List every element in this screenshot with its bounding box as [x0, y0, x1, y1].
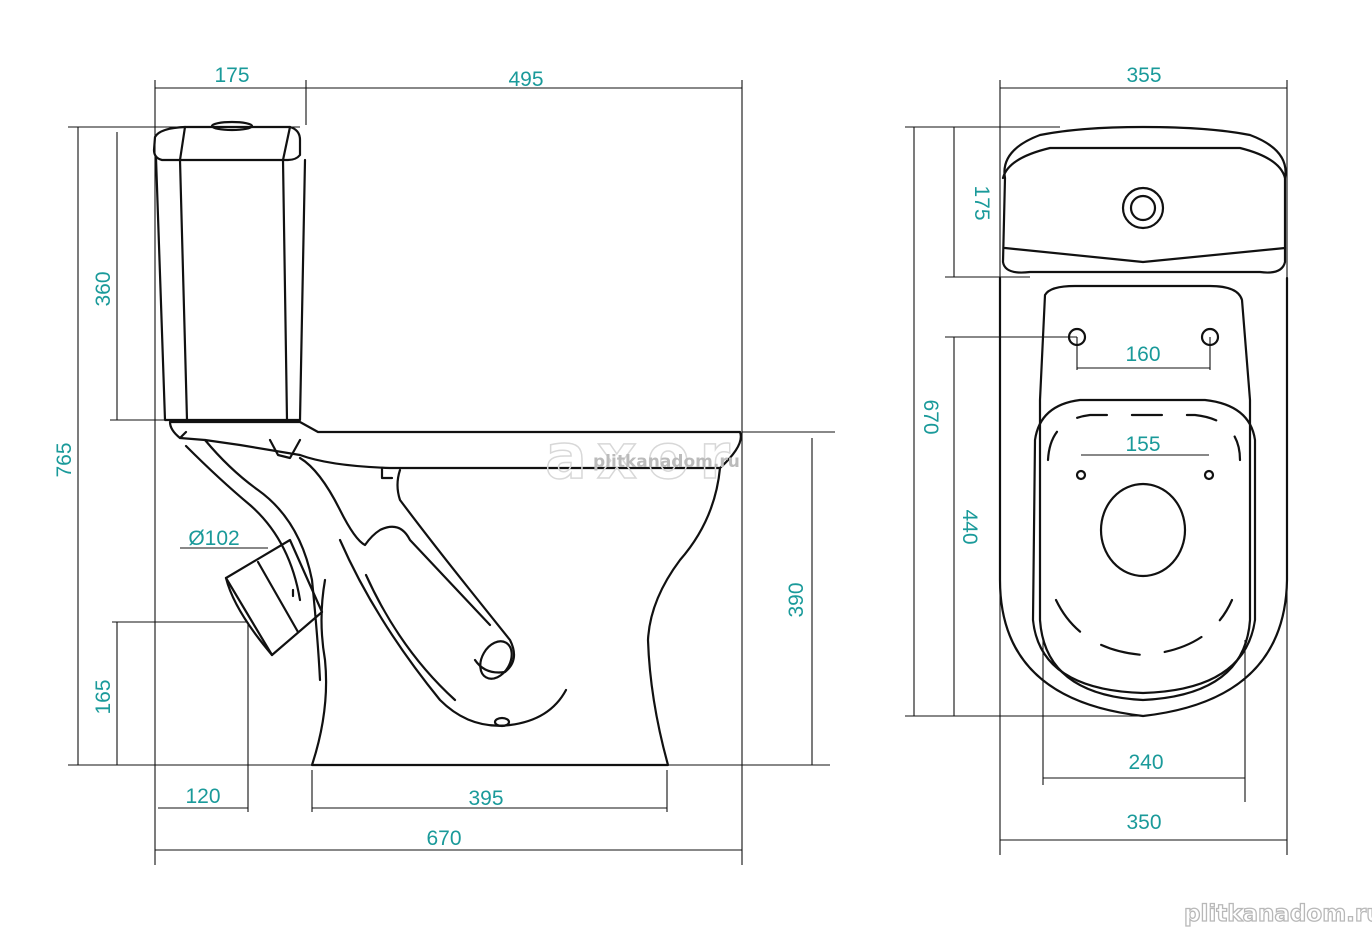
dim-outlet-diameter: Ø102	[188, 527, 239, 550]
dim-base-width: 240	[1128, 751, 1163, 774]
dim-bowl-width: 350	[1126, 811, 1161, 834]
dim-total-height: 765	[53, 442, 76, 477]
dim-top-tank-depth: 175	[970, 185, 993, 220]
watermark-corner: plitkanadom.ru	[1184, 901, 1372, 927]
dim-outlet-offset: 120	[185, 785, 220, 808]
watermark-logo: axor	[545, 420, 740, 493]
side-dimension-lines	[68, 80, 835, 865]
dim-seat-height: 390	[785, 582, 808, 617]
dim-base-length: 395	[468, 787, 503, 810]
side-view: 175 495 360 765 Ø102 165 390 120 395 670	[53, 64, 835, 865]
tank-outline	[152, 120, 307, 422]
top-view: 355 175 670 160 155 440 240 350	[905, 64, 1289, 855]
dim-tank-width: 355	[1126, 64, 1161, 87]
dim-total-length: 670	[426, 827, 461, 850]
bowl-outline	[168, 420, 742, 767]
dim-top-bowl-length: 440	[958, 509, 981, 544]
dim-bolt-spacing-seat: 155	[1125, 433, 1160, 456]
dim-tank-depth: 175	[214, 64, 249, 87]
watermarks: axor plitkanadom.ru plitkanadom.ru	[544, 419, 1372, 927]
watermark-center: plitkanadom.ru	[593, 452, 740, 472]
top-dimension-labels: 355 175 670 160 155 440 240 350	[919, 64, 1164, 834]
dim-top-total-length: 670	[919, 399, 942, 434]
side-dimension-labels: 175 495 360 765 Ø102 165 390 120 395 670	[53, 64, 808, 850]
dim-tank-height: 360	[92, 271, 115, 306]
dim-bolt-spacing-rear: 160	[1125, 343, 1160, 366]
top-tank-outline	[1001, 125, 1287, 274]
dim-bowl-length: 495	[508, 68, 543, 91]
outlet-pipe	[224, 538, 324, 657]
top-bowl-outline	[998, 276, 1289, 718]
top-dimension-lines	[905, 80, 1288, 855]
dim-outlet-height: 165	[92, 679, 115, 714]
